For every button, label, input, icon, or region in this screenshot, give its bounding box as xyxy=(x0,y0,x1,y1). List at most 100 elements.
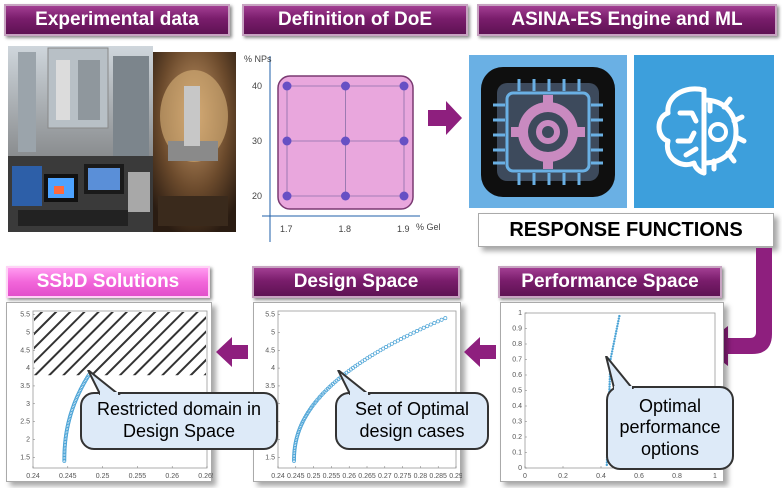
perf-point xyxy=(617,319,620,323)
ssbd-y-tick: 4.5 xyxy=(20,347,30,354)
design-point xyxy=(432,320,437,325)
perf-x-tick: 0.6 xyxy=(634,473,644,480)
banner-performance-space: Performance Space xyxy=(498,266,722,298)
arrow-performance-to-design xyxy=(464,337,496,372)
doe-point xyxy=(341,136,350,146)
design-point xyxy=(418,327,423,332)
doe-point xyxy=(399,136,409,146)
callout-restricted-pointer xyxy=(87,370,121,396)
ssbd-y-tick: 1.5 xyxy=(20,454,30,461)
perf-point xyxy=(605,463,609,467)
design-point xyxy=(398,337,403,341)
design-y-tick: 4.5 xyxy=(265,347,275,354)
doe-y-label: % NPs xyxy=(244,54,272,64)
callout-optimal-design-cases: Set of Optimal design cases xyxy=(335,392,489,450)
design-x-tick: 0.26 xyxy=(342,473,356,480)
perf-y-tick: 0.2 xyxy=(512,434,522,441)
design-point xyxy=(392,340,397,345)
arrow-doe-to-engine xyxy=(428,101,464,140)
perf-y-tick: 0.7 xyxy=(512,357,522,364)
perf-y-tick: 0.8 xyxy=(512,341,522,348)
processor-gear-icon xyxy=(469,55,627,208)
design-x-tick: 0.27 xyxy=(378,473,392,480)
design-x-tick: 0.265 xyxy=(358,473,376,480)
design-point xyxy=(415,329,419,333)
ssbd-x-tick: 0.25 xyxy=(96,473,110,480)
perf-x-tick: 0.8 xyxy=(672,473,682,480)
perf-x-tick: 0.4 xyxy=(596,473,606,480)
design-point xyxy=(425,324,430,329)
restricted-domain-hatch xyxy=(34,312,206,376)
perf-point xyxy=(612,342,615,346)
perf-point xyxy=(614,335,617,338)
design-x-tick: 0.25 xyxy=(307,473,321,480)
ssbd-x-tick: 0.26 xyxy=(165,473,179,480)
callout-optimal-performance-options: Optimal performance options xyxy=(606,386,734,470)
doe-y-tick: 20 xyxy=(252,191,262,201)
ssbd-x-tick: 0.245 xyxy=(59,473,77,480)
design-x-tick: 0.245 xyxy=(287,473,305,480)
design-x-tick: 0.29 xyxy=(449,473,462,480)
design-point xyxy=(378,348,383,353)
perf-x-tick: 0 xyxy=(523,473,527,480)
brain-gear-icon xyxy=(634,55,774,208)
perf-point xyxy=(608,385,611,388)
banner-experimental-data: Experimental data xyxy=(4,4,230,36)
perf-point xyxy=(616,322,620,325)
perf-point xyxy=(610,352,613,356)
perf-point xyxy=(615,327,618,330)
perf-y-tick: 0.9 xyxy=(512,326,522,333)
ssbd-y-tick: 4 xyxy=(26,365,30,372)
doe-point xyxy=(282,191,292,201)
perf-point xyxy=(608,380,611,383)
callout-restricted-domain: Restricted domain in Design Space xyxy=(80,392,278,450)
perf-y-tick: 1 xyxy=(518,310,522,317)
perf-point xyxy=(611,345,615,348)
design-point xyxy=(395,338,400,343)
design-point xyxy=(389,341,394,346)
banner-design-space: Design Space xyxy=(252,266,460,298)
design-point xyxy=(428,322,433,327)
perf-point xyxy=(608,377,612,381)
design-x-tick: 0.285 xyxy=(429,473,447,480)
banner-definition-of-doe: Definition of DoE xyxy=(242,4,468,36)
design-point xyxy=(408,332,413,337)
perf-y-tick: 0.3 xyxy=(512,419,522,426)
perf-y-tick: 0.5 xyxy=(512,388,522,395)
design-x-tick: 0.275 xyxy=(394,473,412,480)
banner-asina-engine: ASINA-ES Engine and ML xyxy=(477,4,777,36)
doe-point xyxy=(282,81,292,91)
banner-ssbd-solutions: SSbD Solutions xyxy=(6,266,210,298)
design-y-tick: 4 xyxy=(271,365,275,372)
ssbd-x-tick: 0.255 xyxy=(129,473,147,480)
perf-point xyxy=(611,347,614,351)
ssbd-y-tick: 5.5 xyxy=(20,312,30,319)
perf-point xyxy=(616,324,619,328)
perf-x-tick: 0.2 xyxy=(558,473,568,480)
design-x-tick: 0.28 xyxy=(414,473,428,480)
ssbd-y-tick: 2 xyxy=(26,436,30,443)
doe-point xyxy=(399,81,409,91)
doe-x-label: % Gelling Agent xyxy=(416,222,440,232)
perf-point xyxy=(610,350,614,353)
perf-point xyxy=(615,330,618,333)
perf-point xyxy=(613,340,616,343)
ssbd-x-tick: 0.265 xyxy=(198,473,213,480)
callout-optimal-options-pointer xyxy=(605,356,635,390)
design-point xyxy=(381,346,386,351)
design-x-tick: 0.24 xyxy=(271,473,285,480)
perf-point xyxy=(617,317,621,320)
doe-point xyxy=(341,191,350,201)
design-point xyxy=(386,343,391,348)
ssbd-y-tick: 5 xyxy=(26,329,30,336)
doe-y-tick: 40 xyxy=(252,81,262,91)
perf-point xyxy=(608,382,611,386)
ssbd-y-tick: 3.5 xyxy=(20,383,30,390)
design-y-tick: 3.5 xyxy=(265,383,275,390)
perf-point xyxy=(613,337,616,340)
perf-y-tick: 0 xyxy=(518,465,522,472)
design-point xyxy=(402,335,406,340)
perf-point xyxy=(614,332,617,335)
doe-x-tick: 1.8 xyxy=(339,224,352,234)
